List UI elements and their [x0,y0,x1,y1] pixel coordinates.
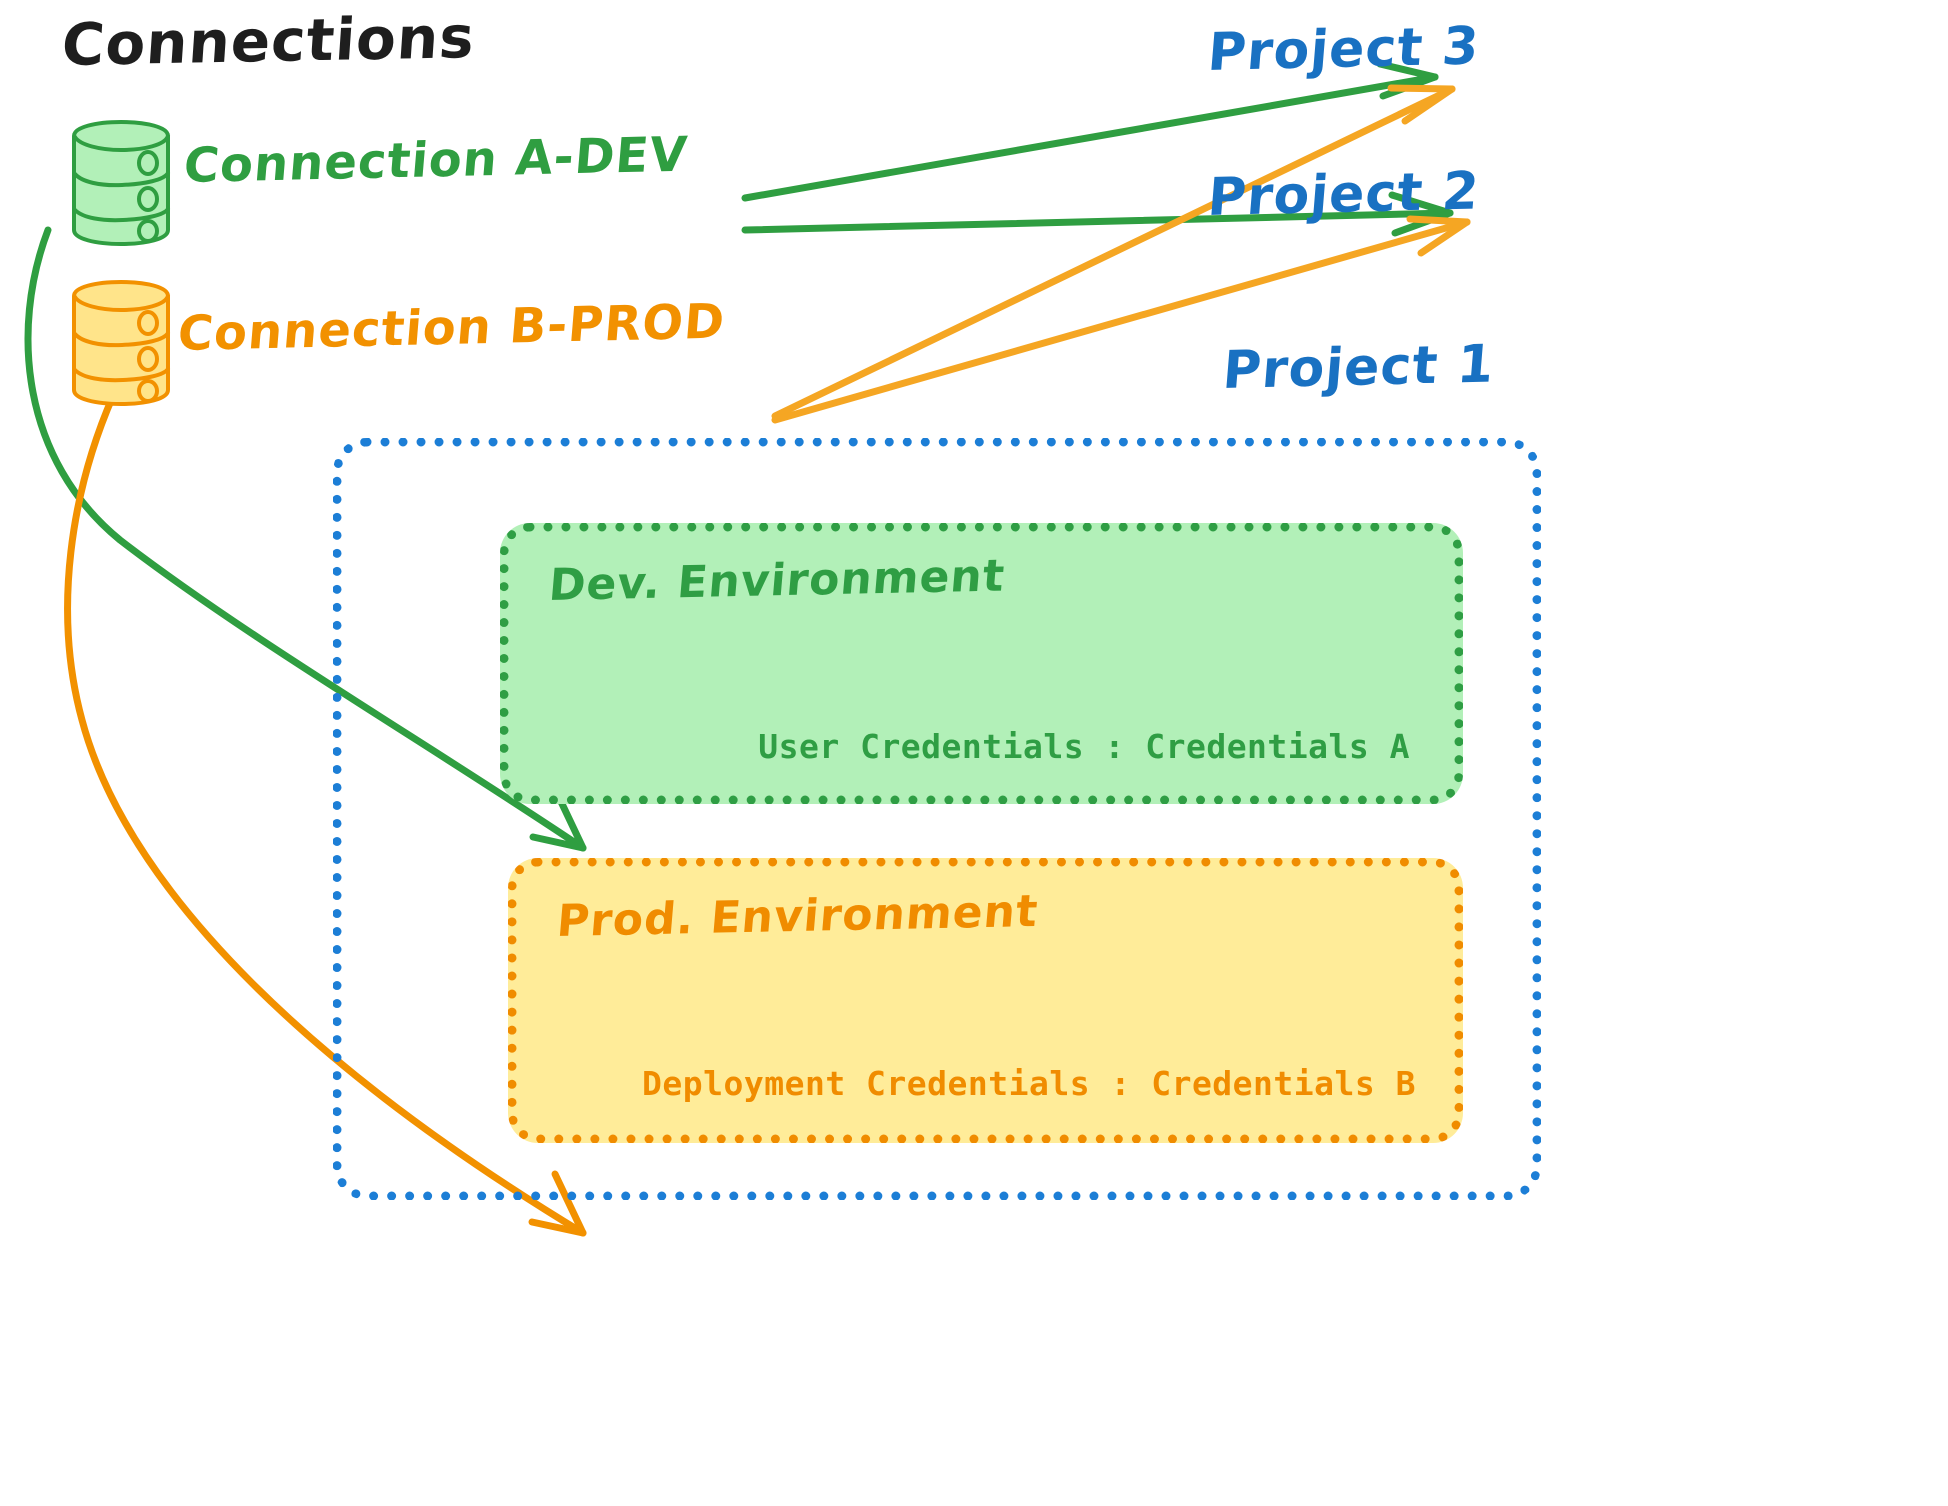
connection-label-b-prod[interactable]: Connection B-PROD [175,293,728,363]
project-label-1[interactable]: Project 1 [1220,334,1497,402]
database-cylinder-icon-dev[interactable] [66,118,176,248]
page-title: Connections [59,3,478,80]
project-1-container [333,438,1541,1200]
dev-environment-credentials: User Credentials : Credentials A [758,727,1410,766]
dev-environment-title: Dev. Environment [546,550,1008,612]
prod-environment-title: Prod. Environment [554,885,1041,948]
prod-environment-credentials: Deployment Credentials : Credentials B [642,1064,1416,1103]
database-cylinder-icon-prod[interactable] [66,278,176,408]
project-label-2[interactable]: Project 2 [1205,161,1482,229]
dev-environment-box[interactable]: Dev. Environment User Credentials : Cred… [500,523,1463,804]
project-label-3[interactable]: Project 3 [1205,16,1482,84]
prod-environment-box[interactable]: Prod. Environment Deployment Credentials… [508,858,1463,1143]
connection-label-a-dev[interactable]: Connection A-DEV [181,126,690,195]
